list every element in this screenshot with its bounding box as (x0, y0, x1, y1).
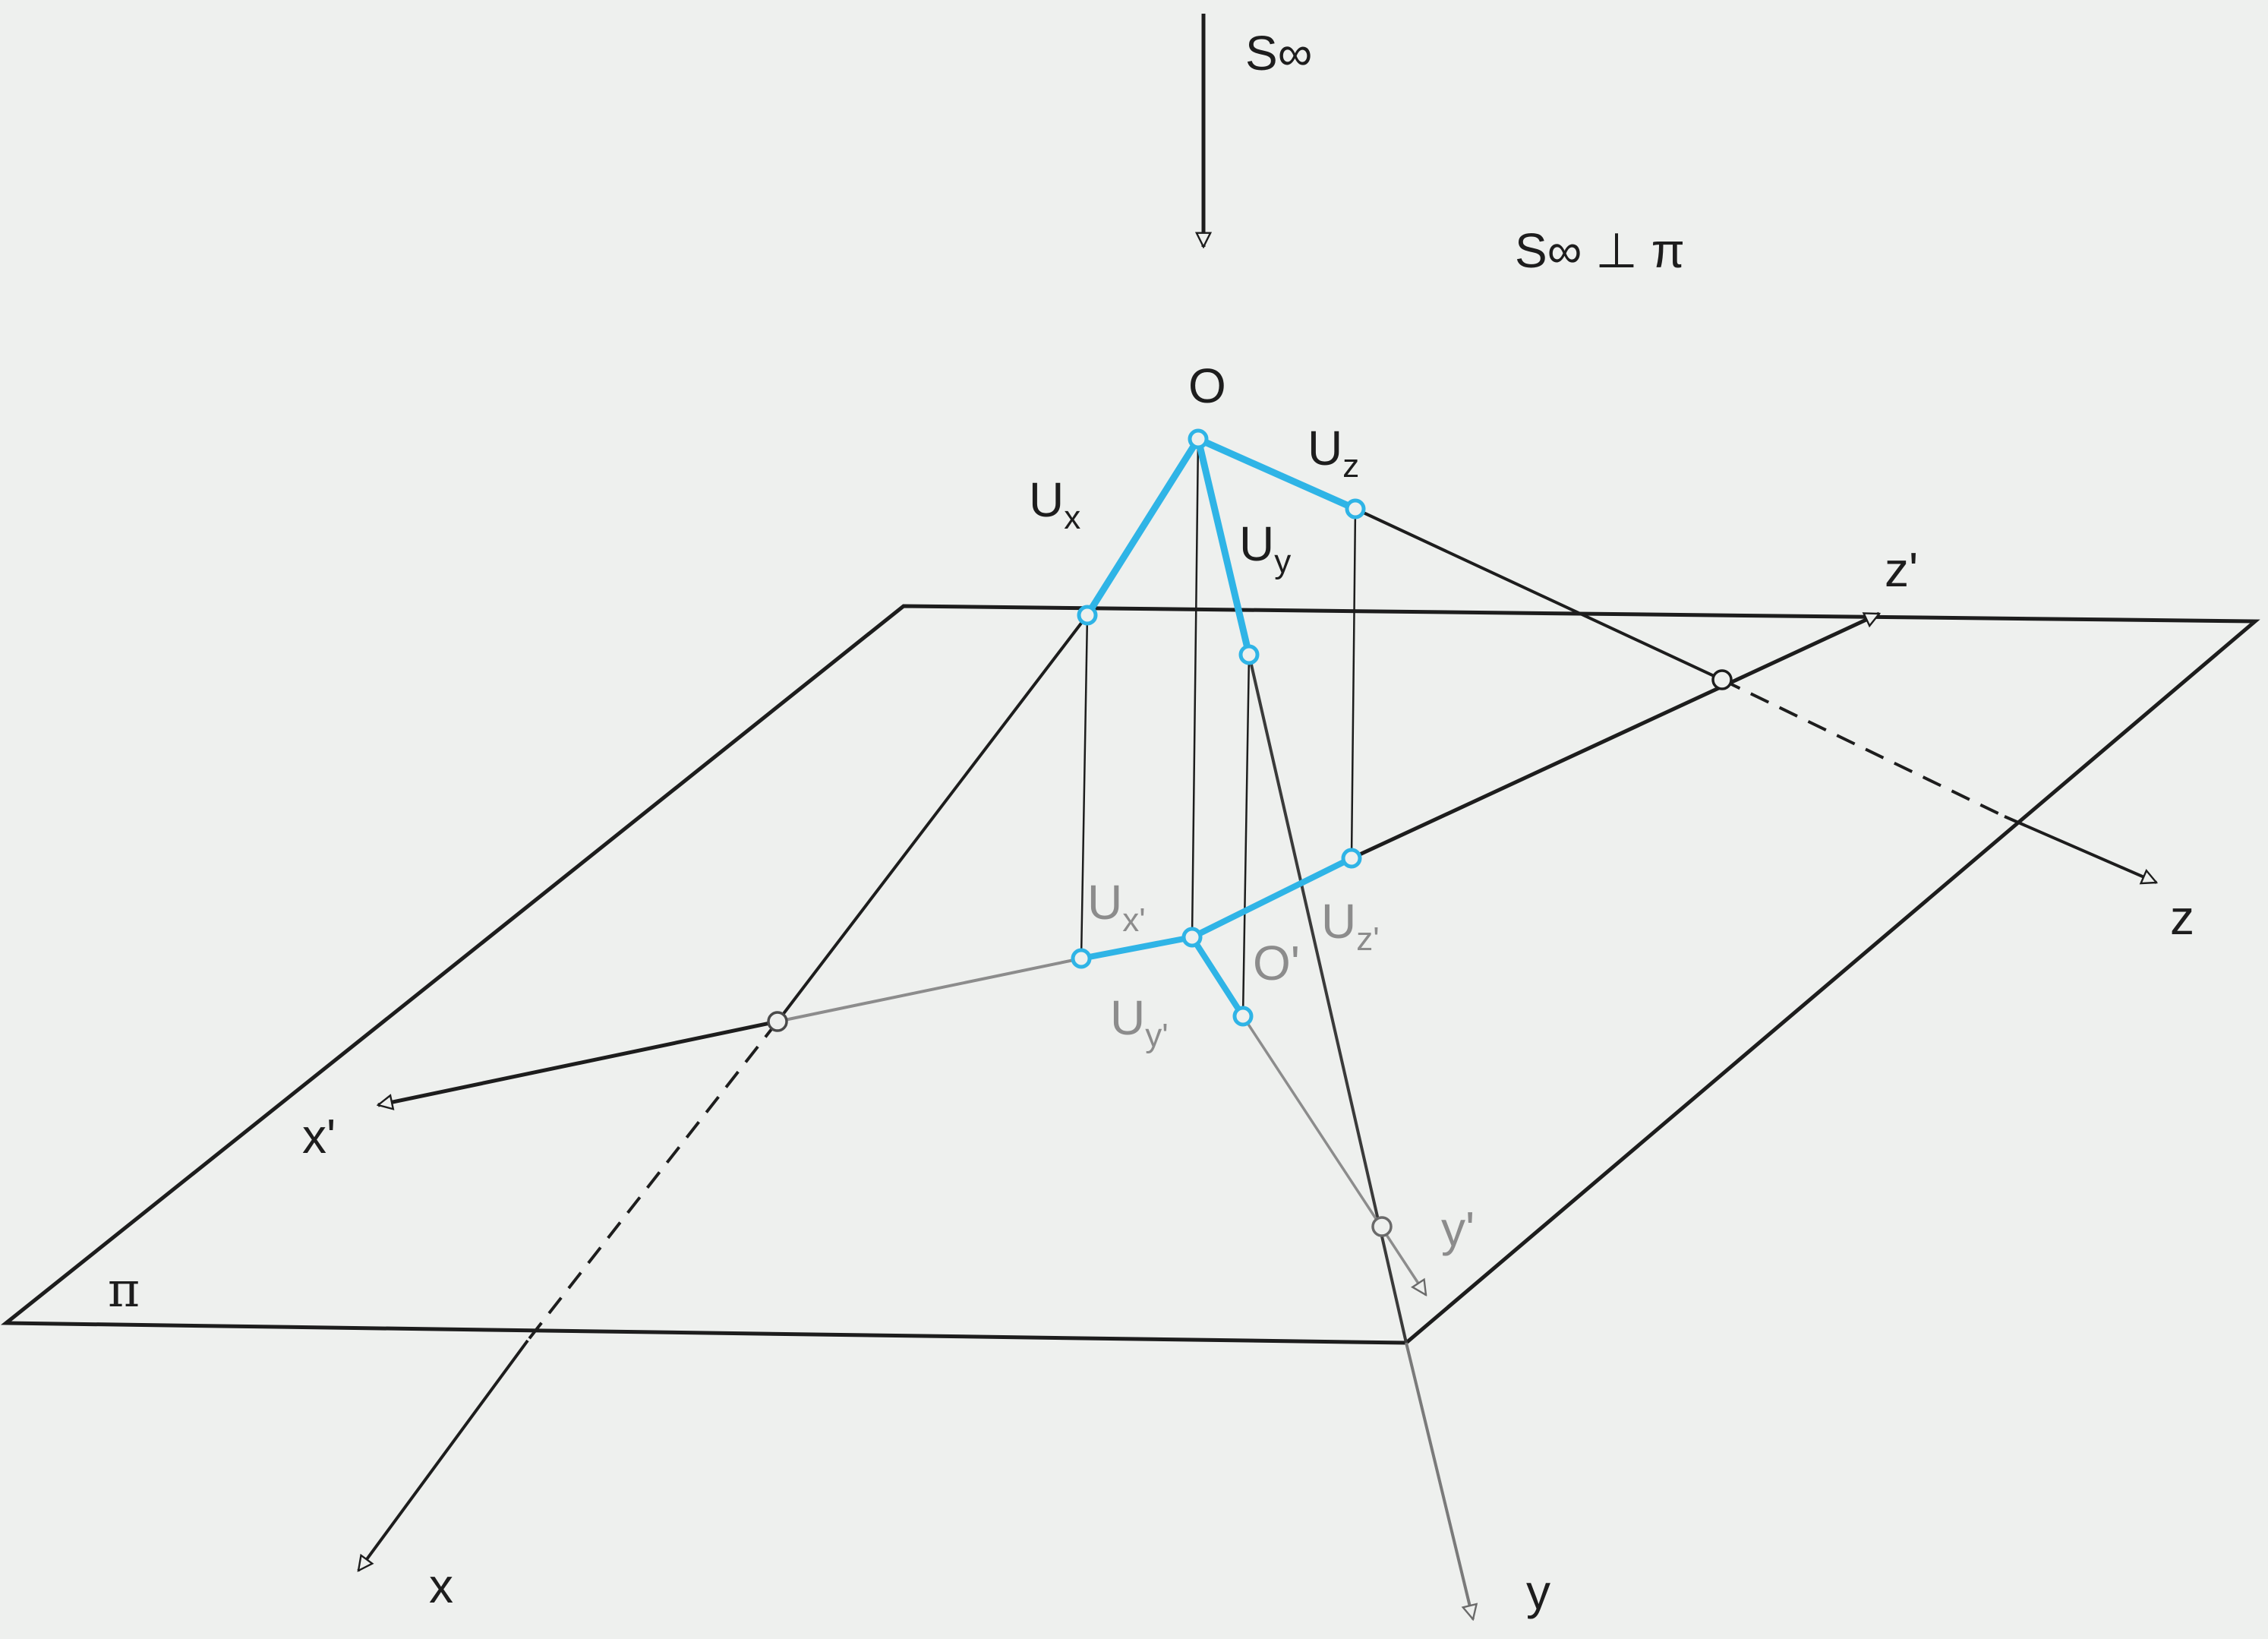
z-axis-solid (1355, 507, 1723, 681)
x-axis-solid-lower (357, 1339, 529, 1571)
label-z-proj: z' (1885, 542, 1918, 597)
label-x-proj: x' (302, 1109, 336, 1164)
proj-unit-segment-z (1189, 855, 1355, 940)
label-uy: Uy (1239, 516, 1291, 580)
projector-uz (1350, 508, 1357, 859)
y-proj-axis (1241, 1015, 1427, 1295)
label-y-proj: y' (1441, 1202, 1475, 1256)
z-axis-dashed (1721, 678, 2005, 818)
projector-o (1191, 438, 1200, 938)
unit-segment-oy (1194, 435, 1253, 658)
label-plane-pi: π (108, 1262, 140, 1318)
point-uz (1345, 498, 1366, 519)
projector-ux (1080, 614, 1089, 959)
point-uy-prime (1232, 1006, 1254, 1027)
x-axis-solid-upper (776, 614, 1089, 1023)
projector-uy (1241, 654, 1251, 1017)
trace-y (1371, 1216, 1393, 1237)
unit-segment-ox (1084, 435, 1202, 619)
z-proj-axis (1350, 611, 1879, 861)
label-uz: Uz (1307, 421, 1359, 485)
label-ux: Ux (1029, 472, 1080, 536)
label-uz-prime: Uz' (1321, 894, 1380, 958)
label-perpendicular-statement: S∞ ⊥ π (1515, 223, 1685, 278)
z-axis-lower (2004, 815, 2156, 883)
label-z-axis: z (2170, 890, 2194, 945)
x-axis-dashed (526, 1020, 779, 1342)
proj-unit-segment-y (1189, 934, 1246, 1019)
label-o-prime: O' (1253, 936, 1300, 990)
x-proj-axis (378, 1019, 778, 1105)
label-x-axis: x (429, 1558, 453, 1613)
point-uz-prime (1341, 848, 1362, 869)
point-ux-prime (1071, 948, 1092, 969)
label-ux-prime: Ux' (1087, 875, 1146, 939)
point-uy (1238, 644, 1260, 665)
point-ux (1077, 605, 1098, 626)
x-proj-axis-grey (777, 957, 1082, 1023)
trace-z (1711, 669, 1733, 690)
y-axis-upper (1248, 654, 1408, 1344)
label-y-axis: y (1526, 1565, 1550, 1619)
point-o-prime (1181, 927, 1203, 948)
label-s-infinity: S∞ (1245, 26, 1312, 81)
unit-segment-oz (1194, 435, 1359, 513)
point-o (1188, 428, 1209, 450)
label-uy-prime: Uy' (1110, 990, 1169, 1054)
trace-x (767, 1011, 788, 1032)
proj-unit-segment-x (1078, 934, 1195, 962)
y-axis-lower (1405, 1342, 1473, 1619)
label-origin: O (1188, 358, 1226, 413)
projection-plane-pi (0, 604, 2260, 1345)
